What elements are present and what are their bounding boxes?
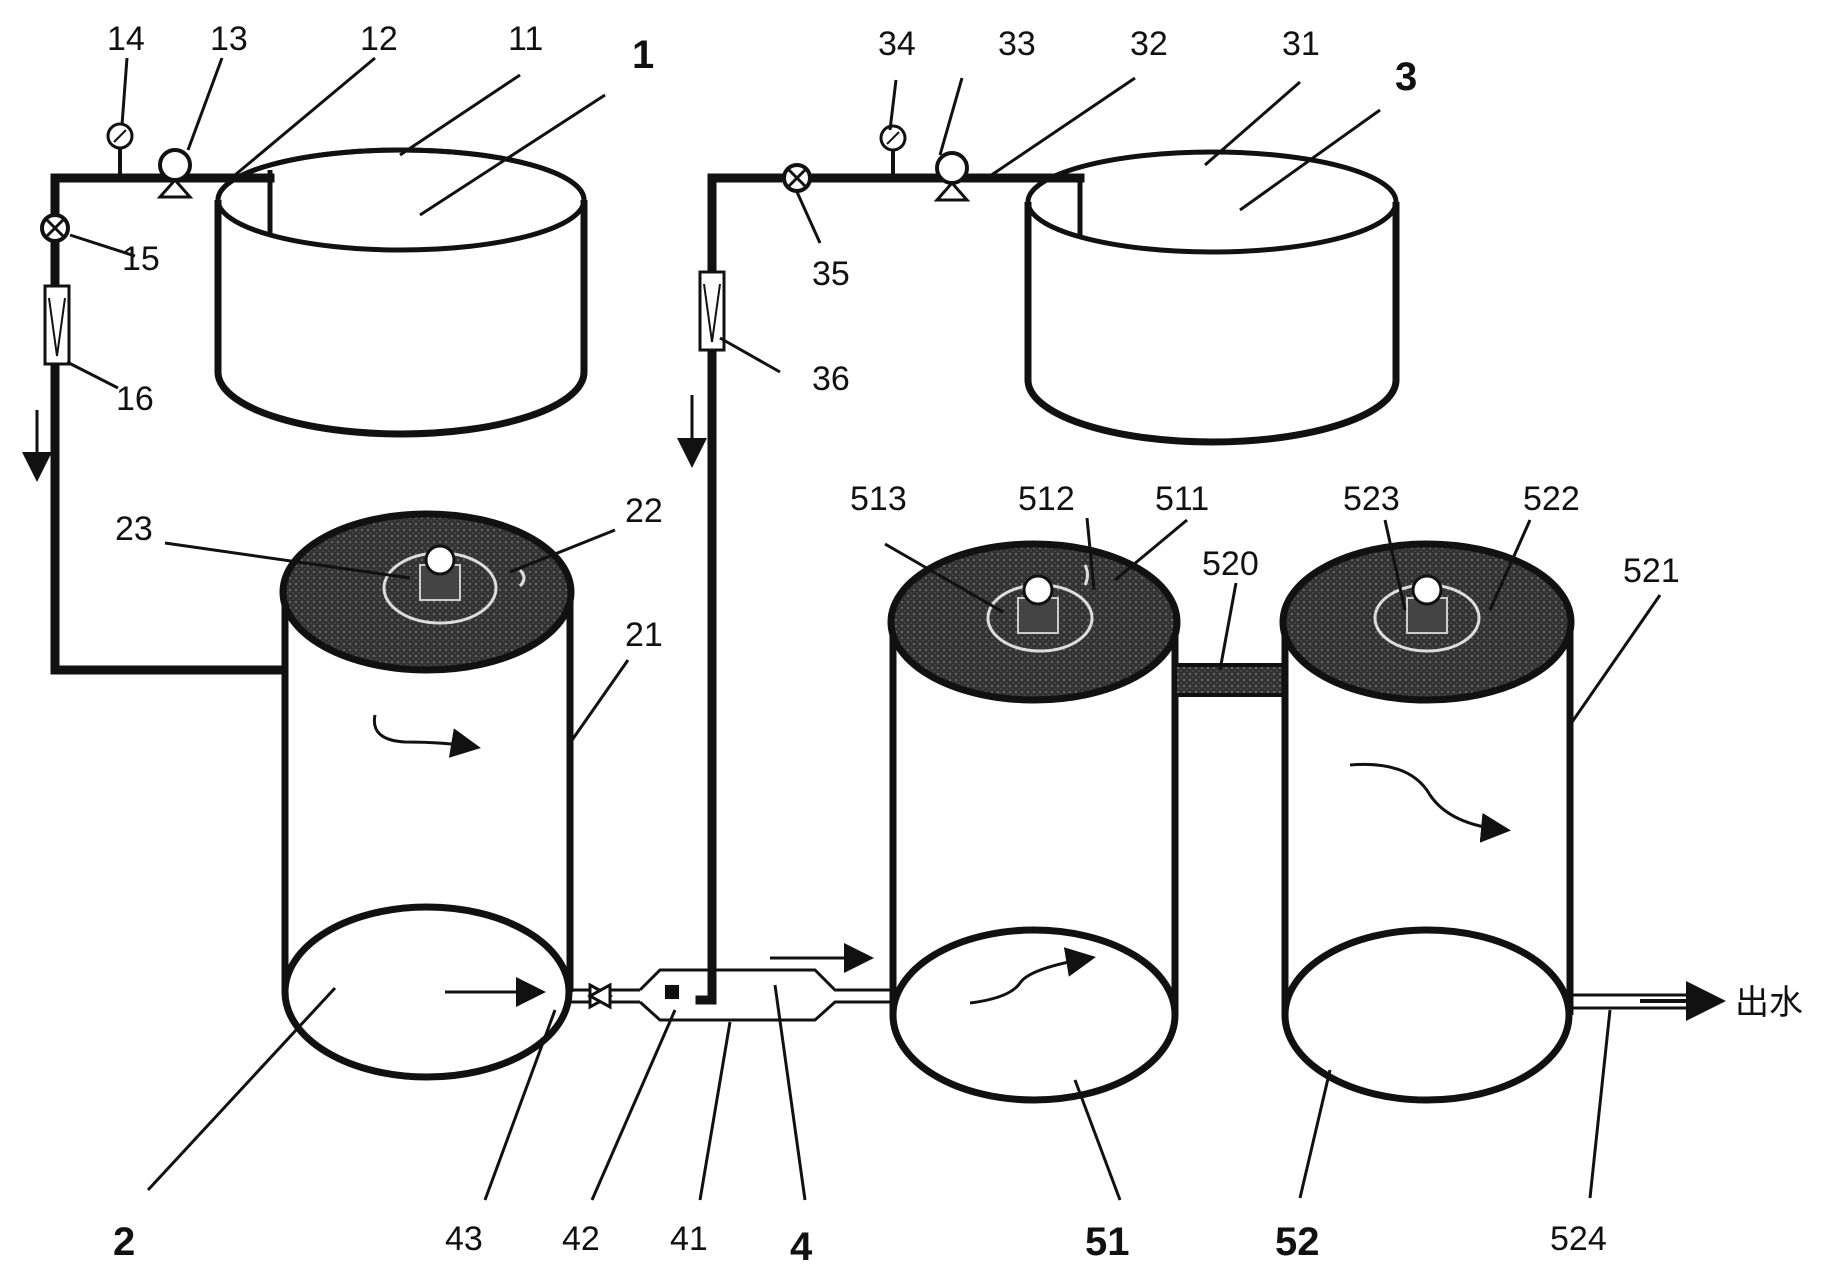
valve-icon bbox=[782, 163, 812, 193]
flowmeter-icon bbox=[698, 270, 726, 352]
label-12: 12 bbox=[360, 20, 398, 58]
column-52 bbox=[1279, 540, 1575, 1104]
column-2 bbox=[279, 510, 575, 1081]
label-520: 520 bbox=[1202, 545, 1259, 583]
label-2: 2 bbox=[113, 1220, 135, 1264]
label-51: 51 bbox=[1085, 1220, 1130, 1264]
label-43: 43 bbox=[445, 1220, 483, 1258]
pressure-gauge-icon bbox=[879, 124, 907, 178]
valve-icon bbox=[40, 213, 70, 243]
label-523: 523 bbox=[1343, 480, 1400, 518]
label-11: 11 bbox=[508, 20, 543, 58]
connector-520 bbox=[1173, 663, 1287, 697]
flowmeter-icon bbox=[43, 284, 71, 366]
flow-arrow bbox=[1349, 762, 1511, 843]
label-42: 42 bbox=[562, 1220, 600, 1258]
label-13: 13 bbox=[210, 20, 248, 58]
mixer-4 bbox=[570, 943, 890, 1022]
label-34: 34 bbox=[878, 25, 916, 63]
label-21: 21 bbox=[625, 616, 663, 654]
label-35: 35 bbox=[812, 255, 850, 293]
label-36: 36 bbox=[812, 360, 850, 398]
label-1: 1 bbox=[632, 33, 654, 77]
label-513: 513 bbox=[850, 480, 907, 518]
label-15: 15 bbox=[122, 240, 160, 278]
label-16: 16 bbox=[116, 380, 154, 418]
label-524: 524 bbox=[1550, 1220, 1607, 1258]
label-23: 23 bbox=[115, 510, 153, 548]
label-32: 32 bbox=[1130, 25, 1168, 63]
outlet-pipe-524 bbox=[1570, 981, 1726, 1021]
label-512: 512 bbox=[1018, 480, 1075, 518]
label-52: 52 bbox=[1275, 1220, 1320, 1264]
label-4: 4 bbox=[790, 1225, 813, 1269]
feed-line-1 bbox=[22, 122, 290, 675]
label-511: 511 bbox=[1155, 480, 1209, 518]
label-41: 41 bbox=[670, 1220, 708, 1258]
tank-1 bbox=[214, 147, 588, 438]
label-33: 33 bbox=[998, 25, 1036, 63]
label-521: 521 bbox=[1623, 552, 1680, 590]
label-31: 31 bbox=[1282, 25, 1320, 63]
column-51 bbox=[887, 540, 1181, 1104]
pressure-gauge-icon bbox=[106, 122, 134, 178]
label-522: 522 bbox=[1523, 480, 1580, 518]
pump-icon bbox=[156, 148, 194, 199]
label-22: 22 bbox=[625, 492, 663, 530]
flow-arrow bbox=[372, 714, 481, 758]
flow-arrow bbox=[969, 947, 1096, 1005]
outlet-label: 出水 bbox=[1735, 984, 1803, 1022]
pump-icon bbox=[933, 151, 971, 202]
feed-line-3 bbox=[677, 124, 1085, 1005]
leader-lines bbox=[66, 56, 1662, 1201]
label-14: 14 bbox=[107, 20, 145, 58]
tank-3 bbox=[1024, 149, 1400, 446]
label-3: 3 bbox=[1395, 55, 1417, 99]
